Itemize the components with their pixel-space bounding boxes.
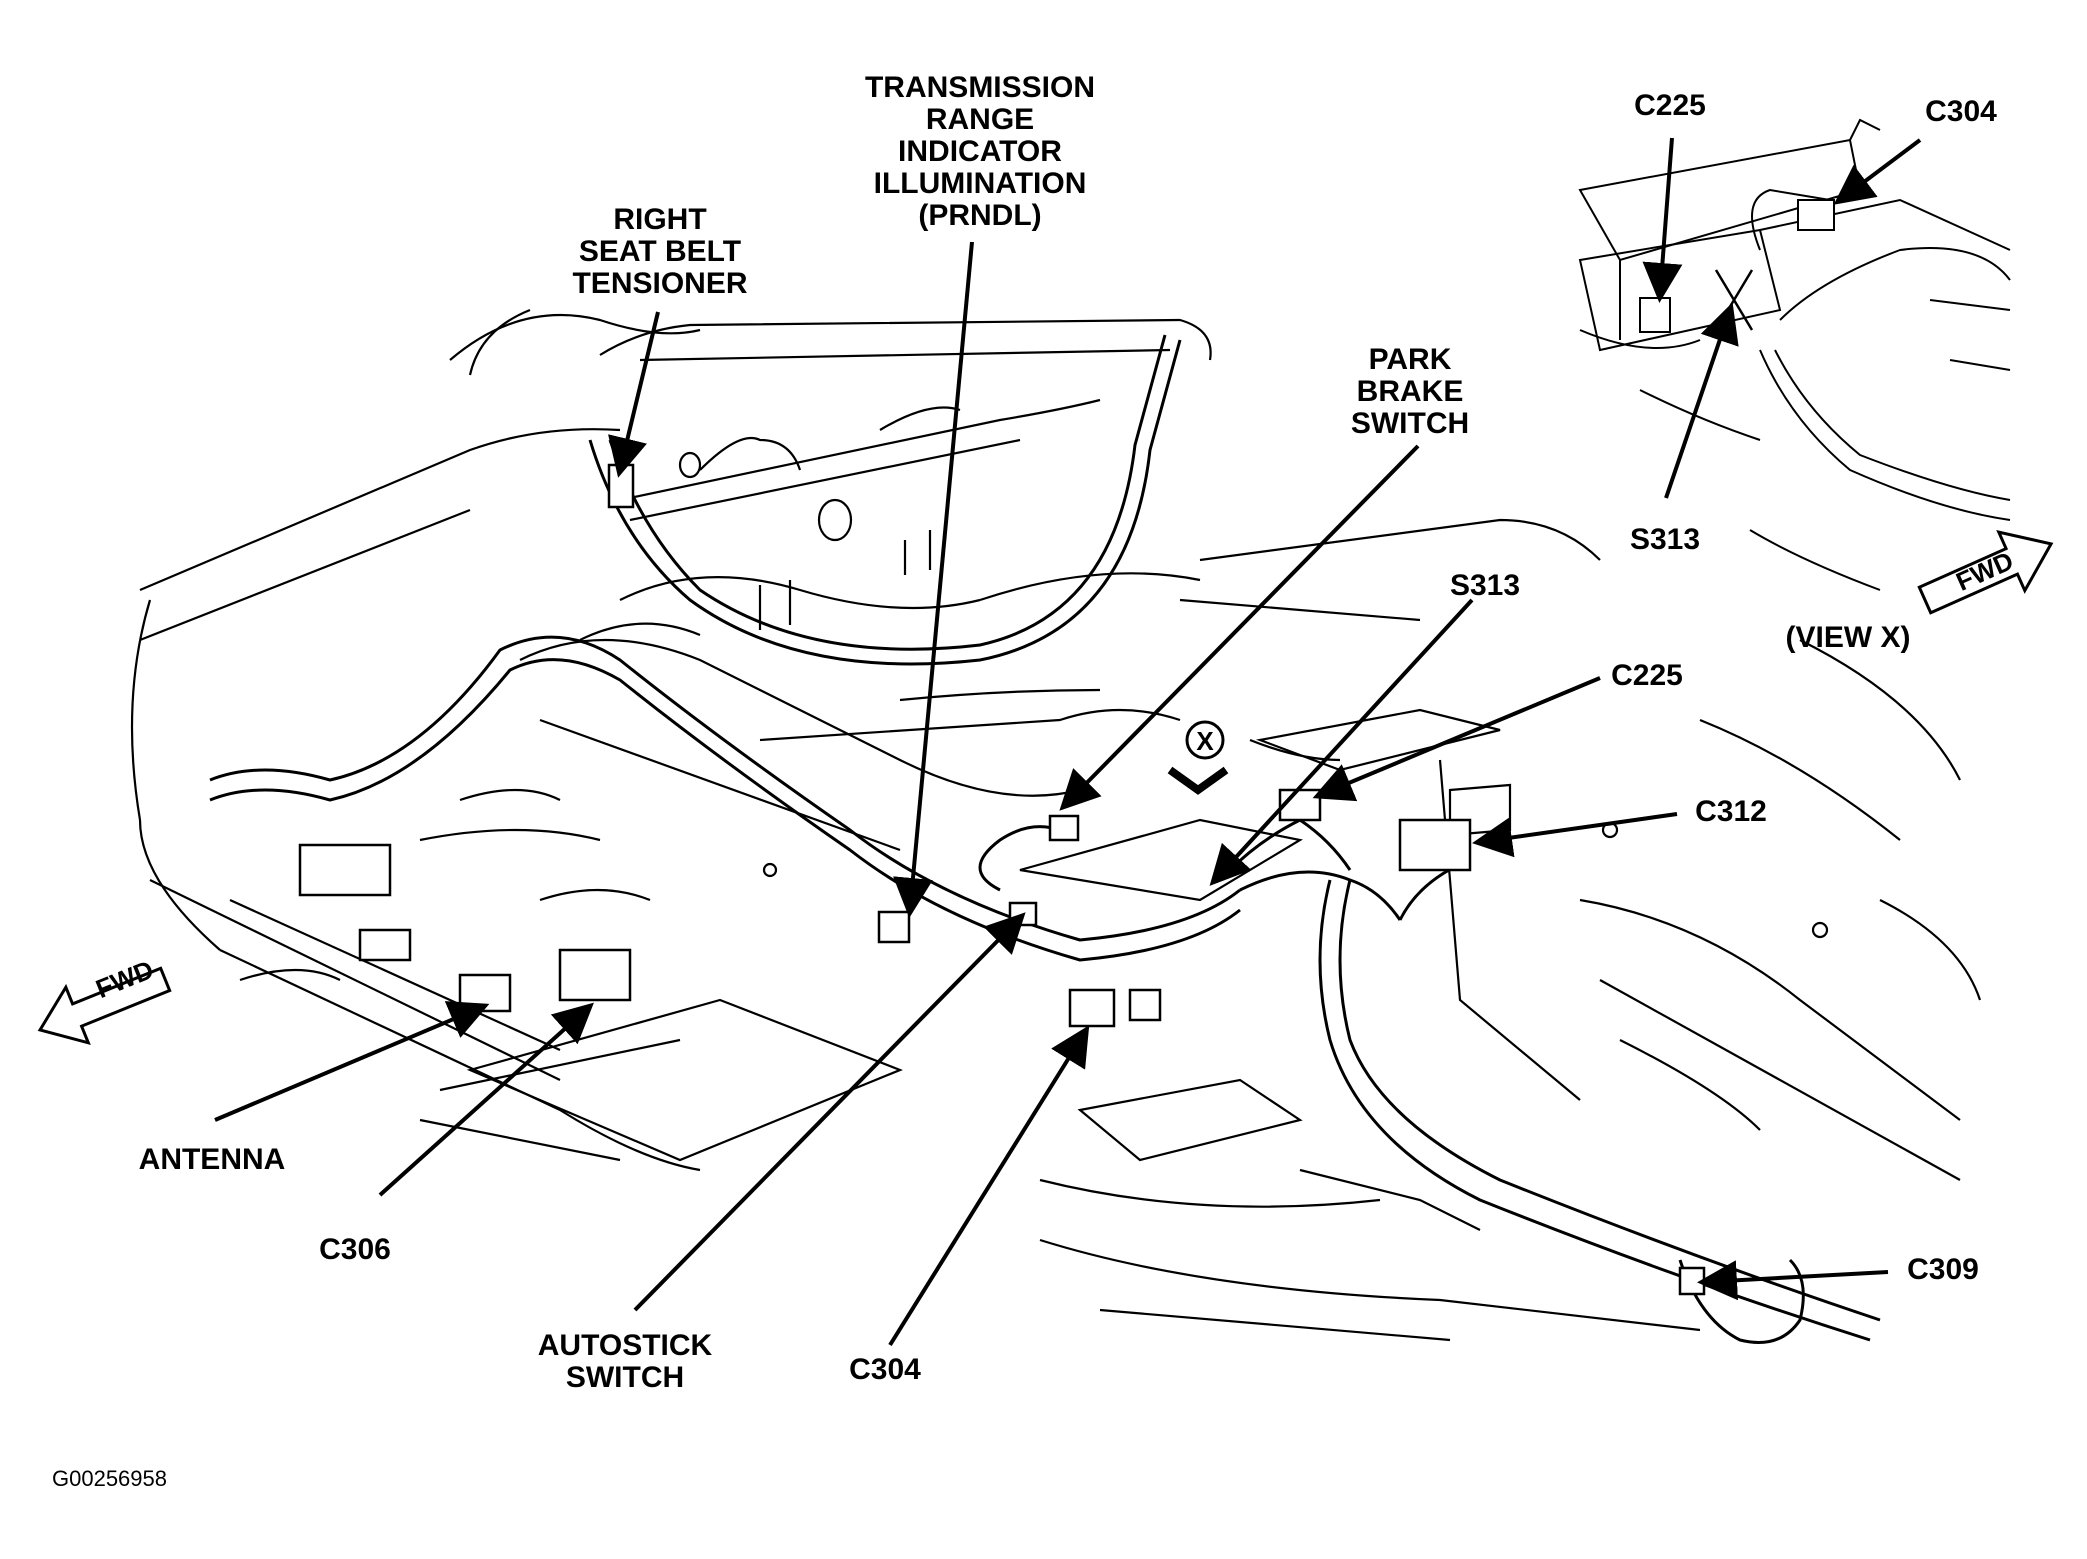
inset-leader-lines: [1642, 137, 1922, 499]
label-s313-main: S313: [1449, 569, 1521, 602]
vehicle-floor-structure: [130, 308, 1982, 1342]
inset-view-x: [1578, 118, 2011, 591]
label-line: SWITCH: [565, 1361, 685, 1394]
label-line: BRAKE: [1356, 375, 1464, 408]
leader-lines: [214, 241, 1889, 1347]
label-c304-inset: C304: [1925, 95, 1997, 128]
fwd-arrow-inset: [1917, 530, 2054, 615]
label-line: AUTOSTICK: [537, 1329, 713, 1362]
label-line: TRANSMISSION: [864, 71, 1095, 104]
label-c304-main: C304: [849, 1353, 921, 1386]
fwd-main-label: FWD: [92, 954, 158, 1004]
label-line: SWITCH: [1350, 407, 1470, 440]
label-line: RANGE: [925, 103, 1035, 136]
label-c225-main: C225: [1611, 659, 1683, 692]
fwd-inset-text: FWD: [1951, 545, 2017, 596]
label-c225-inset: C225: [1634, 89, 1706, 122]
label-antenna: ANTENNA: [138, 1143, 286, 1176]
fwd-main-text: FWD: [92, 954, 158, 1004]
label-line: (PRNDL): [918, 199, 1042, 232]
label-line: PARK: [1368, 343, 1452, 376]
label-view-x: (VIEW X): [1785, 621, 1911, 654]
label-autostick-switch: AUTOSTICK SWITCH: [530, 1330, 720, 1394]
figure-id: G00256958: [52, 1466, 167, 1491]
label-park-brake-switch: PARK BRAKE SWITCH: [1340, 344, 1480, 440]
view-x-marker-letter: X: [1196, 726, 1214, 756]
label-right-seat-belt-tensioner: RIGHT SEAT BELT TENSIONER: [560, 204, 760, 300]
view-x-letter: X: [1196, 726, 1214, 756]
view-x-marker: [1167, 720, 1229, 795]
label-line: SEAT BELT: [578, 235, 742, 268]
label-transmission-range: TRANSMISSION RANGE INDICATOR ILLUMINATIO…: [850, 72, 1110, 232]
fwd-inset-label: FWD: [1951, 545, 2017, 596]
label-line: TENSIONER: [572, 267, 748, 300]
label-line: RIGHT: [613, 203, 707, 236]
label-s313-inset: S313: [1629, 523, 1701, 556]
fwd-arrow-main: [37, 966, 172, 1046]
label-c306: C306: [319, 1233, 391, 1266]
label-line: ILLUMINATION: [873, 167, 1087, 200]
label-c309: C309: [1907, 1253, 1979, 1286]
label-c312: C312: [1695, 795, 1767, 828]
wiring-harness: [209, 334, 1881, 1344]
label-line: INDICATOR: [898, 135, 1062, 168]
